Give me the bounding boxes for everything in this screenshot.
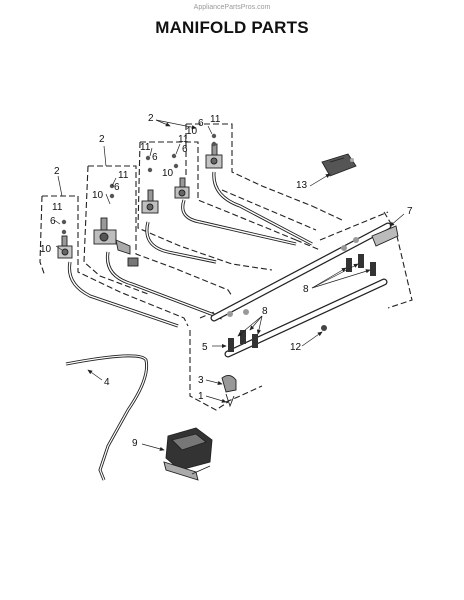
callout-6-left: 6 <box>50 216 56 227</box>
gas-valves <box>57 143 223 267</box>
callout-9: 9 <box>132 438 138 449</box>
callout-3: 3 <box>198 375 204 386</box>
callout-5: 5 <box>202 342 208 353</box>
callout-11-left: 11 <box>52 202 63 213</box>
leader-lines <box>53 119 405 451</box>
callout-6-middle: 6 <box>114 182 120 193</box>
callout-10-top: 10 <box>186 126 198 137</box>
callout-2-left: 2 <box>54 166 60 177</box>
callout-12: 12 <box>290 342 302 353</box>
callout-10-middle: 10 <box>92 190 104 201</box>
assembly-outlines <box>39 123 413 411</box>
orifice-fittings <box>227 237 376 352</box>
callout-10-center: 10 <box>162 168 174 179</box>
callout-6-right: 6 <box>182 144 188 155</box>
page-title: MANIFOLD PARTS <box>155 18 309 37</box>
flex-tube <box>65 354 149 481</box>
callout-11-top: 11 <box>210 114 221 125</box>
screws <box>61 133 217 235</box>
callout-7: 7 <box>407 206 413 217</box>
callout-4: 4 <box>104 377 110 388</box>
gas-tubes <box>67 171 313 328</box>
callout-11-middle: 11 <box>118 170 129 181</box>
callout-6-top: 6 <box>198 118 204 129</box>
callout-8-upper: 8 <box>303 284 309 295</box>
callout-1: 1 <box>198 391 204 402</box>
callout-13: 13 <box>296 180 308 191</box>
callout-6-center: 6 <box>152 152 158 163</box>
watermark: AppliancePartsPros.com <box>193 4 271 11</box>
spark-module <box>163 427 213 481</box>
ignition-switch <box>321 153 357 177</box>
bracket-3 <box>221 375 237 408</box>
callout-10-left: 10 <box>40 244 52 255</box>
callout-2-top: 2 <box>148 113 154 124</box>
callouts: 2 2 2 6 6 6 6 6 10 10 10 10 11 11 11 11 … <box>40 113 413 449</box>
callout-11-center: 11 <box>140 142 151 153</box>
callout-8-lower: 8 <box>262 306 268 317</box>
callout-2-middle: 2 <box>99 134 105 145</box>
callout-11-right: 11 <box>178 134 189 145</box>
